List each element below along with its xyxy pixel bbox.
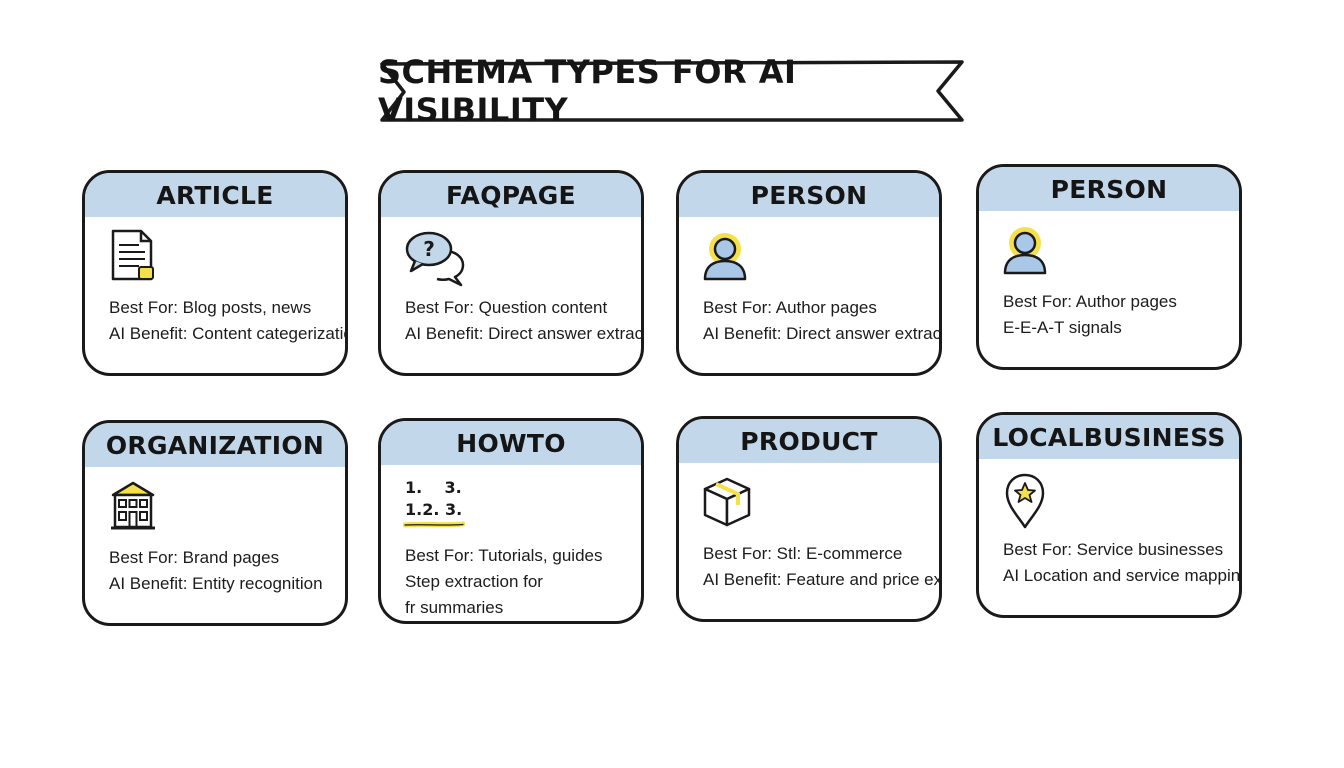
card-faqpage: FAQPAGE ? Best For: Question content AI … [378,170,644,376]
card-line: AI Benefit: Direct answer extraction [405,324,644,343]
svg-text:?: ? [423,237,435,261]
card-line: AI Benefit: Feature and price extraction [703,570,942,589]
card-details: Best For: Stl: E-commerce AI Benefit: Fe… [703,541,942,593]
card-line: AI Location and service mapping [1003,566,1242,585]
ribbon-shape [380,60,964,122]
card-details: Best For: Service businesses AI Location… [1003,537,1242,589]
card-title: ARTICLE [156,180,274,210]
map-pin-star-icon [1005,473,1045,529]
card-header: HOWTO [381,421,641,465]
card-line: Best For: Brand pages [109,548,280,567]
person-icon [703,233,747,281]
page-title: SCHEMA TYPES FOR AI VISIBILITY [378,53,797,129]
card-product: PRODUCT Best For: Stl: E-commerce AI Ben… [676,416,942,622]
card-line: Best For: Stl: E-commerce [703,544,903,563]
card-line: Best For: Author pages [703,298,877,317]
card-line: AI Benefit: Content categerization [109,324,348,343]
card-line: Best For: Blog posts, news [109,298,312,317]
card-line: AI Benefit: Entity recognition [109,574,323,593]
card-title: PERSON [1050,174,1168,204]
card-details: Best For: Question content AI Benefit: D… [405,295,644,347]
steps-row: 1. 3. [405,478,462,497]
box-icon [703,477,751,527]
card-details: Best For: Tutorials, guides Step extract… [405,543,641,621]
highlight-underline [403,521,465,528]
card-title: LOCALBUSINESS [992,422,1226,452]
title-banner: SCHEMA TYPES FOR AI VISIBILITY [378,53,966,129]
speech-bubbles-question-icon: ? [405,231,465,287]
card-header: FAQPAGE [381,173,641,217]
card-header: ARTICLE [85,173,345,217]
card-line: Best For: Author pages [1003,292,1177,311]
person-icon [1003,227,1047,275]
building-icon [111,481,155,530]
numbered-steps-icon: 1. 3. 1.2. 3. [403,477,485,529]
card-header: LOCALBUSINESS [979,415,1239,459]
card-line: Best For: Question content [405,298,608,317]
card-details: Best For: Author pages AI Benefit: Direc… [703,295,942,347]
card-details: Best For: Author pages E-E-A-T signals [1003,289,1239,341]
card-header: PRODUCT [679,419,939,463]
card-header: ORGANIZATION [85,423,345,467]
card-header: PERSON [679,173,939,217]
steps-row: 1.2. 3. [405,500,463,519]
card-organization: ORGANIZATION Best For: Brand pages AI Be… [82,420,348,626]
card-title: HOWTO [456,428,566,458]
card-details: Best For: Brand pages AI Benefit: Entity… [109,545,345,597]
card-article: ARTICLE Best For: Blog posts, news AI Be… [82,170,348,376]
card-header: PERSON [979,167,1239,211]
card-line: E-E-A-T signals [1003,318,1122,337]
card-line: Best For: Tutorials, guides [405,546,603,565]
card-person: PERSON Best For: Author pages E-E-A-T si… [976,164,1242,370]
card-title: PRODUCT [740,426,878,456]
card-title: ORGANIZATION [105,430,325,460]
card-howto: HOWTO 1. 3. 1.2. 3. Best For: Tutorials,… [378,418,644,624]
card-details: Best For: Blog posts, news AI Benefit: C… [109,295,348,347]
document-icon [111,229,154,281]
card-line: fr summaries [405,598,504,617]
card-line: Step extraction for [405,572,543,591]
card-line: AI Benefit: Direct answer extraction [703,324,942,343]
card-line: Best For: Service businesses [1003,540,1224,559]
card-title: PERSON [750,180,868,210]
card-localbusiness: LOCALBUSINESS Best For: Service business… [976,412,1242,618]
card-title: FAQPAGE [446,180,576,210]
card-person: PERSON Best For: Author pages AI Benefit… [676,170,942,376]
